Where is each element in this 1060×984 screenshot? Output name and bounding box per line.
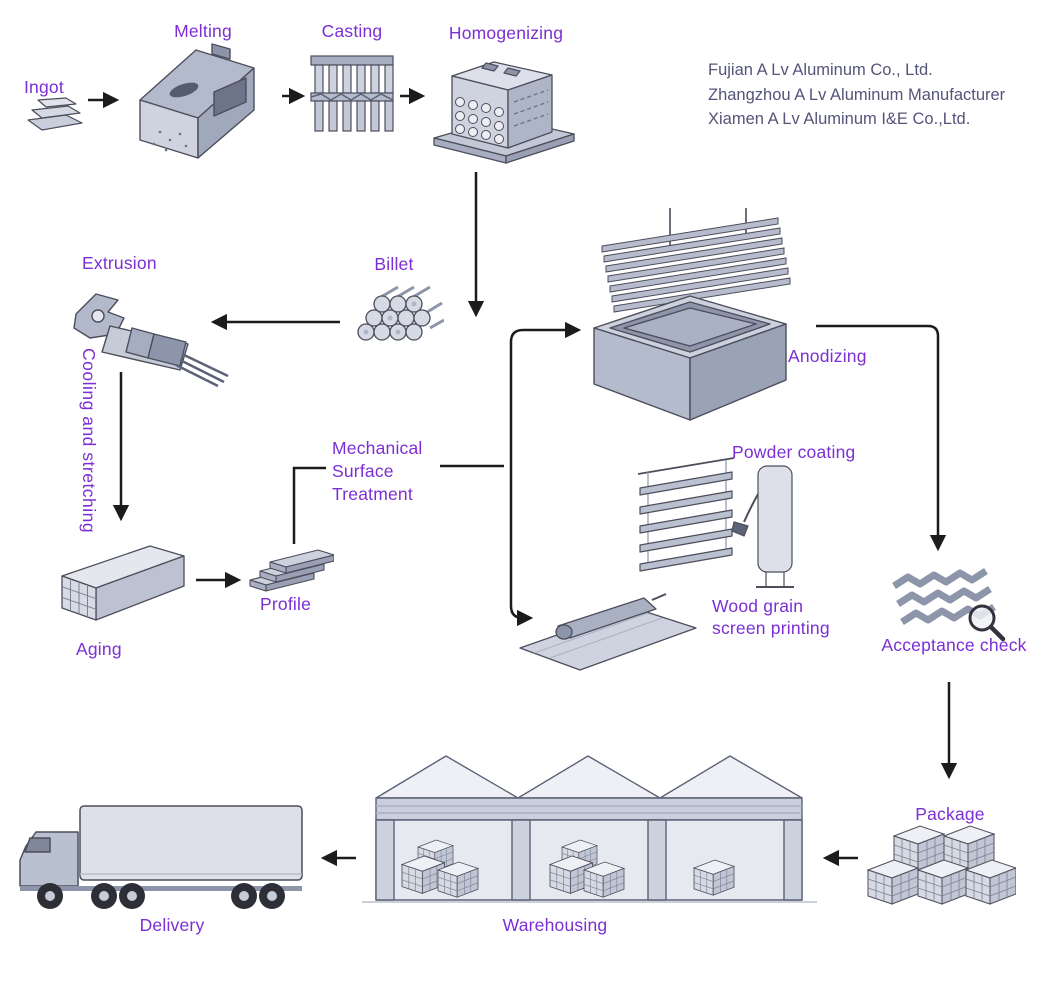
acceptance-check-illustration — [892, 568, 1006, 642]
label-warehousing: Warehousing — [502, 915, 608, 935]
label-anodizing: Anodizing — [788, 346, 867, 366]
label-wood-grain-screen-printing: Wood grain screen printing — [712, 596, 830, 638]
label-delivery: Delivery — [139, 915, 205, 935]
homogenizing-oven-illustration — [433, 61, 575, 164]
label-acceptance-check: Acceptance check — [881, 635, 1027, 655]
label-profile: Profile — [260, 594, 312, 614]
label-billet: Billet — [374, 254, 414, 274]
company-line: Xiamen A Lv Aluminum I&E Co.,Ltd. — [708, 110, 971, 128]
magnifier-icon — [968, 604, 1006, 642]
label-homogenizing: Homogenizing — [448, 23, 564, 43]
ingot-illustration — [27, 97, 83, 131]
label-mechanical-surface-treatment: Mechanical Surface Treatment — [332, 438, 423, 504]
label-powder-coating: Powder coating — [732, 442, 856, 462]
label-extrusion: Extrusion — [82, 253, 157, 273]
anodizing-tank-illustration — [593, 208, 791, 421]
billet-pile-illustration — [357, 285, 444, 341]
profile-illustration — [249, 549, 334, 592]
extrusion-press-illustration — [73, 293, 229, 388]
wood-grain-printing-illustration — [519, 593, 697, 671]
package-crates-illustration — [867, 825, 1016, 905]
connector-profile-to-mst — [292, 466, 326, 544]
company-names: Fujian A Lv Aluminum Co., Ltd. Zhangzhou… — [708, 58, 1005, 132]
branch-spine — [509, 321, 582, 627]
label-ingot: Ingot — [24, 77, 64, 97]
company-line: Fujian A Lv Aluminum Co., Ltd. — [708, 61, 933, 79]
label-cooling-and-stretching: Cooling and stretching — [79, 348, 99, 534]
aging-box-illustration — [61, 545, 185, 621]
label-melting: Melting — [174, 21, 232, 41]
casting-mold-illustration — [310, 55, 394, 132]
label-casting: Casting — [321, 21, 383, 41]
melting-furnace-illustration — [139, 43, 255, 159]
label-aging: Aging — [76, 639, 122, 659]
label-package: Package — [915, 804, 985, 824]
delivery-truck-illustration — [19, 805, 303, 909]
warehouse-illustration — [362, 755, 817, 903]
powder-coating-booth-illustration — [637, 457, 794, 588]
company-line: Zhangzhou A Lv Aluminum Manufacturer — [708, 85, 1006, 104]
